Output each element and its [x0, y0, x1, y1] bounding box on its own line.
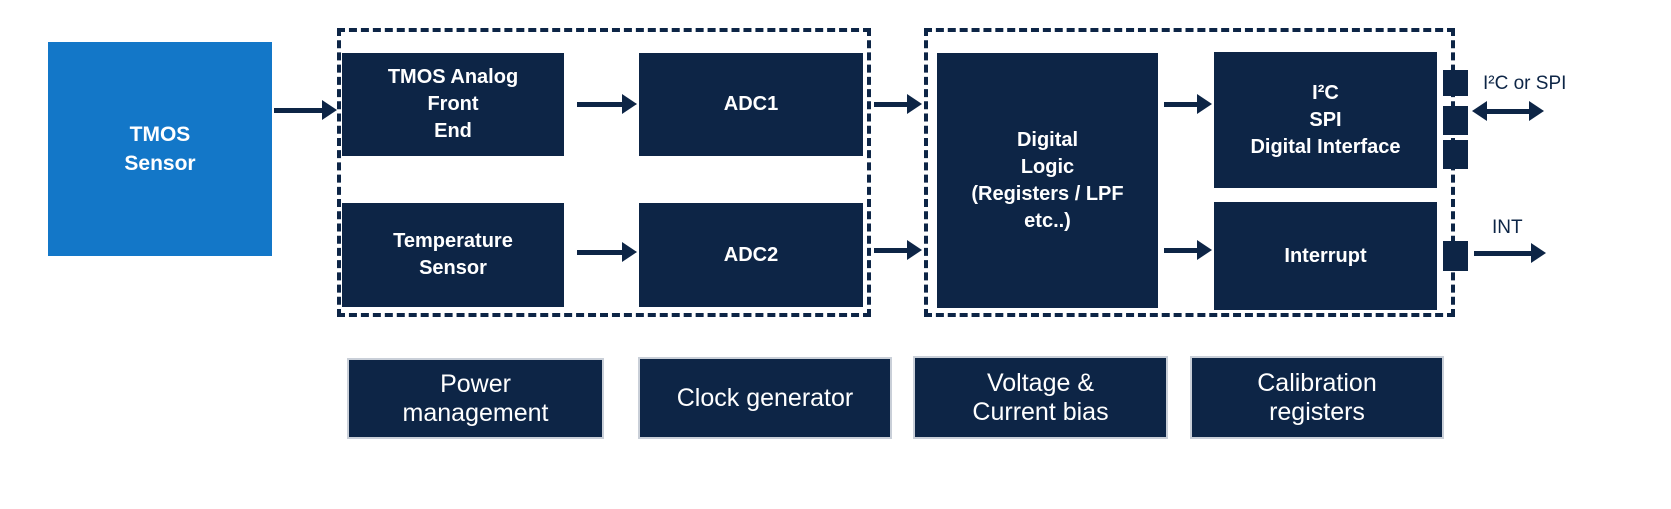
digital-logic-block: Digital Logic (Registers / LPF etc..) [937, 53, 1158, 308]
arrow-head [622, 242, 637, 262]
int-port-label: INT [1492, 217, 1523, 238]
afe-block: TMOS Analog Front End [342, 53, 564, 156]
block-label-line: Power [440, 369, 511, 398]
i2c-spi-port-label: I²C or SPI [1483, 73, 1567, 94]
block-label-line: Sensor [419, 257, 487, 279]
block-label-line: Interrupt [1284, 244, 1367, 267]
arrow-head [907, 94, 922, 114]
block-label-line: TMOS Analog [387, 66, 519, 88]
block-label-line: etc..) [1024, 209, 1071, 232]
arrow-head [907, 240, 922, 260]
block-label-line: Logic [1020, 155, 1075, 178]
clock-generator-block: Clock generator [638, 357, 892, 439]
block-label-line: Front [427, 93, 479, 115]
arrow-head [622, 94, 637, 114]
calibration-registers-block: Calibration registers [1190, 356, 1444, 439]
power-management-block: Power management [347, 358, 604, 439]
block-label-line: Digital [1016, 128, 1079, 151]
arrow-shaft [1164, 101, 1199, 107]
block-label-line: registers [1269, 397, 1365, 426]
arrow-shaft [577, 101, 624, 107]
tmos-sensor-block: TMOS Sensor [48, 42, 272, 256]
arrow-shaft [874, 247, 909, 253]
arrow-shaft [1474, 250, 1533, 256]
arrow-shaft [1485, 108, 1531, 114]
block-label-line: management [402, 398, 549, 427]
block-label-line: SPI [1309, 108, 1342, 131]
block-label-line: Calibration [1257, 368, 1377, 397]
block-label-line: Voltage & [986, 368, 1095, 397]
block-label-line: Temperature [393, 230, 513, 252]
arrow-head [1529, 101, 1544, 121]
analog-group-box [337, 28, 871, 317]
digital-group-box [924, 28, 1455, 317]
block-label-line: Clock generator [676, 383, 854, 412]
block-label-line: Sensor [124, 152, 196, 175]
arrow-head [1472, 101, 1487, 121]
arrow-shaft [1164, 247, 1199, 253]
temperature-sensor-block: Temperature Sensor [342, 203, 564, 307]
block-label-line: ADC2 [723, 243, 779, 266]
digital-interface-block: I²C SPI Digital Interface [1214, 52, 1437, 188]
block-label-line: I²C [1312, 81, 1339, 104]
block-label-line: TMOS [129, 123, 191, 146]
arrow-shaft [577, 249, 624, 255]
block-label-line: ADC1 [723, 93, 779, 115]
adc1-block: ADC1 [639, 53, 863, 156]
voltage-current-bias-block: Voltage & Current bias [913, 356, 1168, 439]
i2c-spi-pin-icon [1443, 106, 1468, 135]
block-label-line: Digital Interface [1250, 135, 1401, 158]
arrow-head [1531, 243, 1546, 263]
i2c-spi-pin-icon [1443, 70, 1468, 96]
block-label-line: Current bias [972, 397, 1109, 426]
arrow-head [1197, 240, 1212, 260]
int-pin-icon [1443, 241, 1468, 271]
i2c-spi-pin-icon [1443, 140, 1468, 169]
block-label-line: End [434, 120, 472, 142]
arrow-head [322, 100, 337, 120]
interrupt-block: Interrupt [1214, 202, 1437, 310]
arrow-shaft [874, 101, 909, 107]
arrow-shaft [274, 107, 324, 113]
block-label-line: (Registers / LPF [971, 182, 1124, 205]
arrow-head [1197, 94, 1212, 114]
adc2-block: ADC2 [639, 203, 863, 307]
